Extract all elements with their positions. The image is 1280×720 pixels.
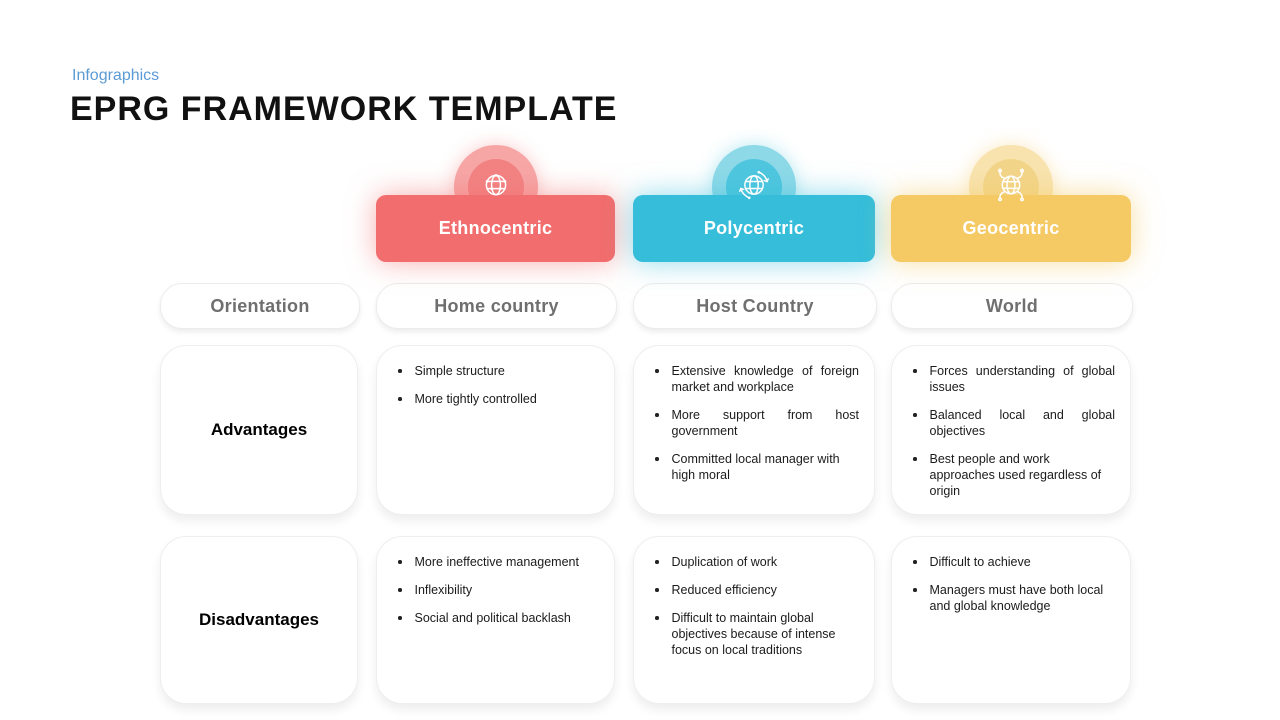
advantages-geocentric-box: Forces understanding of global issues Ba… (891, 345, 1131, 515)
orientation-label: Orientation (210, 295, 310, 316)
orientation-value: World (985, 295, 1039, 316)
bullet-icon (398, 588, 402, 592)
bullet-icon (913, 560, 917, 564)
row-header-disadvantages: Disadvantages (160, 536, 358, 704)
list-item: Difficult to maintain global objectives … (655, 610, 859, 658)
advantages-label: Advantages (210, 420, 308, 439)
row-header-advantages: Advantages (160, 345, 358, 515)
bullet-icon (398, 369, 402, 373)
list-item: More support from host government (655, 407, 859, 439)
disadvantages-geocentric-box: Difficult to achieve Managers must have … (891, 536, 1131, 704)
disadvantages-list: More ineffective management Inflexibilit… (377, 537, 614, 626)
advantages-list: Extensive knowledge of foreign market an… (634, 346, 874, 483)
bullet-icon (398, 616, 402, 620)
list-item: More ineffective management (398, 554, 599, 570)
geocentric-header-bar: Geocentric (891, 195, 1131, 262)
list-item: Balanced local and global objectives (913, 407, 1115, 439)
orientation-value: Home country (434, 295, 559, 316)
orientation-polycentric: Host Country (633, 283, 877, 329)
list-item: Forces understanding of global issues (913, 363, 1115, 395)
advantages-ethnocentric-box: Simple structure More tightly controlled (376, 345, 615, 515)
advantages-polycentric-box: Extensive knowledge of foreign market an… (633, 345, 875, 515)
list-item: Duplication of work (655, 554, 859, 570)
list-item: Simple structure (398, 363, 599, 379)
list-item: Managers must have both local and global… (913, 582, 1115, 614)
bullet-icon (655, 616, 659, 620)
ethnocentric-header-bar: Ethnocentric (376, 195, 615, 262)
bullet-icon (398, 560, 402, 564)
list-item: Social and political backlash (398, 610, 599, 626)
list-item: Reduced efficiency (655, 582, 859, 598)
ethnocentric-header-label: Ethnocentric (438, 218, 553, 238)
bullet-icon (655, 457, 659, 461)
bullet-icon (398, 397, 402, 401)
eyebrow-label: Infographics (72, 67, 160, 84)
disadvantages-list: Duplication of work Reduced efficiency D… (634, 537, 874, 658)
list-item: Best people and work approaches used reg… (913, 451, 1115, 499)
geocentric-header-label: Geocentric (962, 218, 1060, 238)
orientation-value: Host Country (696, 295, 814, 316)
page-title: EPRG FRAMEWORK TEMPLATE (70, 90, 618, 128)
disadvantages-list: Difficult to achieve Managers must have … (892, 537, 1130, 614)
disadvantages-label: Disadvantages (199, 610, 319, 629)
disadvantages-polycentric-box: Duplication of work Reduced efficiency D… (633, 536, 875, 704)
bullet-icon (913, 413, 917, 417)
list-item: Inflexibility (398, 582, 599, 598)
bullet-icon (655, 560, 659, 564)
polycentric-header-label: Polycentric (703, 218, 805, 238)
bullet-icon (913, 369, 917, 373)
list-item: Difficult to achieve (913, 554, 1115, 570)
orientation-ethnocentric: Home country (376, 283, 617, 329)
disadvantages-ethnocentric-box: More ineffective management Inflexibilit… (376, 536, 615, 704)
bullet-icon (655, 413, 659, 417)
list-item: Extensive knowledge of foreign market an… (655, 363, 859, 395)
row-header-orientation: Orientation (160, 283, 360, 329)
list-item: More tightly controlled (398, 391, 599, 407)
bullet-icon (913, 588, 917, 592)
advantages-list: Forces understanding of global issues Ba… (892, 346, 1130, 499)
bullet-icon (913, 457, 917, 461)
orientation-geocentric: World (891, 283, 1133, 329)
advantages-list: Simple structure More tightly controlled (377, 346, 614, 407)
bullet-icon (655, 588, 659, 592)
bullet-icon (655, 369, 659, 373)
polycentric-header-bar: Polycentric (633, 195, 875, 262)
list-item: Committed local manager with high moral (655, 451, 859, 483)
